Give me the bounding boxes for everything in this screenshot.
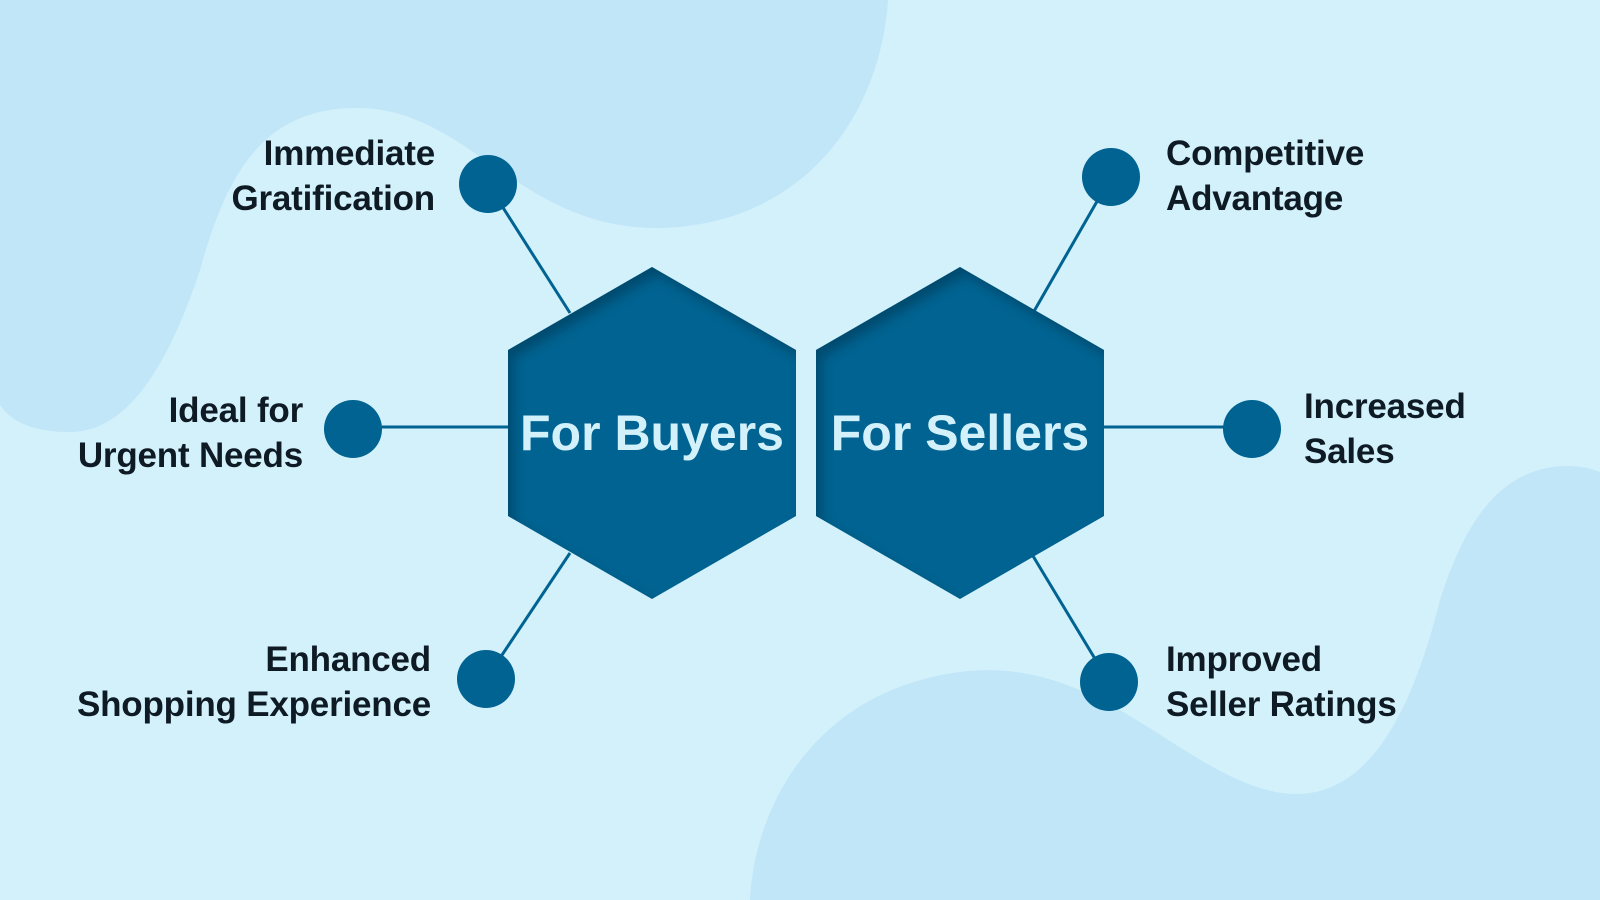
benefit-label-enhanced-shopping-experience: Enhanced Shopping Experience <box>76 640 431 724</box>
benefit-label-increased-sales: Increased Sales <box>1304 387 1466 471</box>
sellers-hexagon-shape <box>816 267 1104 599</box>
connector-lines <box>353 176 1252 683</box>
buyers-hexagon: For Buyers <box>508 267 796 599</box>
background-blob-bottom-right <box>750 466 1600 900</box>
benefit-label-ideal-for-urgent-needs: Ideal for Urgent Needs <box>77 391 303 475</box>
node-circle <box>1080 653 1138 711</box>
node-circle <box>459 155 517 213</box>
buyers-hexagon-shape <box>508 267 796 599</box>
node-circle <box>324 400 382 458</box>
benefit-label-immediate-gratification: Immediate Gratification <box>231 134 435 218</box>
background-blob-top-left <box>0 0 888 432</box>
node-circle <box>457 650 515 708</box>
node-circle <box>1082 148 1140 206</box>
benefit-label-improved-seller-ratings: Improved Seller Ratings <box>1166 640 1397 724</box>
buyers-hexagon-title: For Buyers <box>520 405 784 461</box>
sellers-hexagon-title: For Sellers <box>831 405 1089 461</box>
sellers-hexagon: For Sellers <box>816 267 1104 599</box>
benefit-nodes <box>324 148 1281 711</box>
benefit-label-competitive-advantage: Competitive Advantage <box>1166 134 1365 218</box>
node-circle <box>1223 400 1281 458</box>
